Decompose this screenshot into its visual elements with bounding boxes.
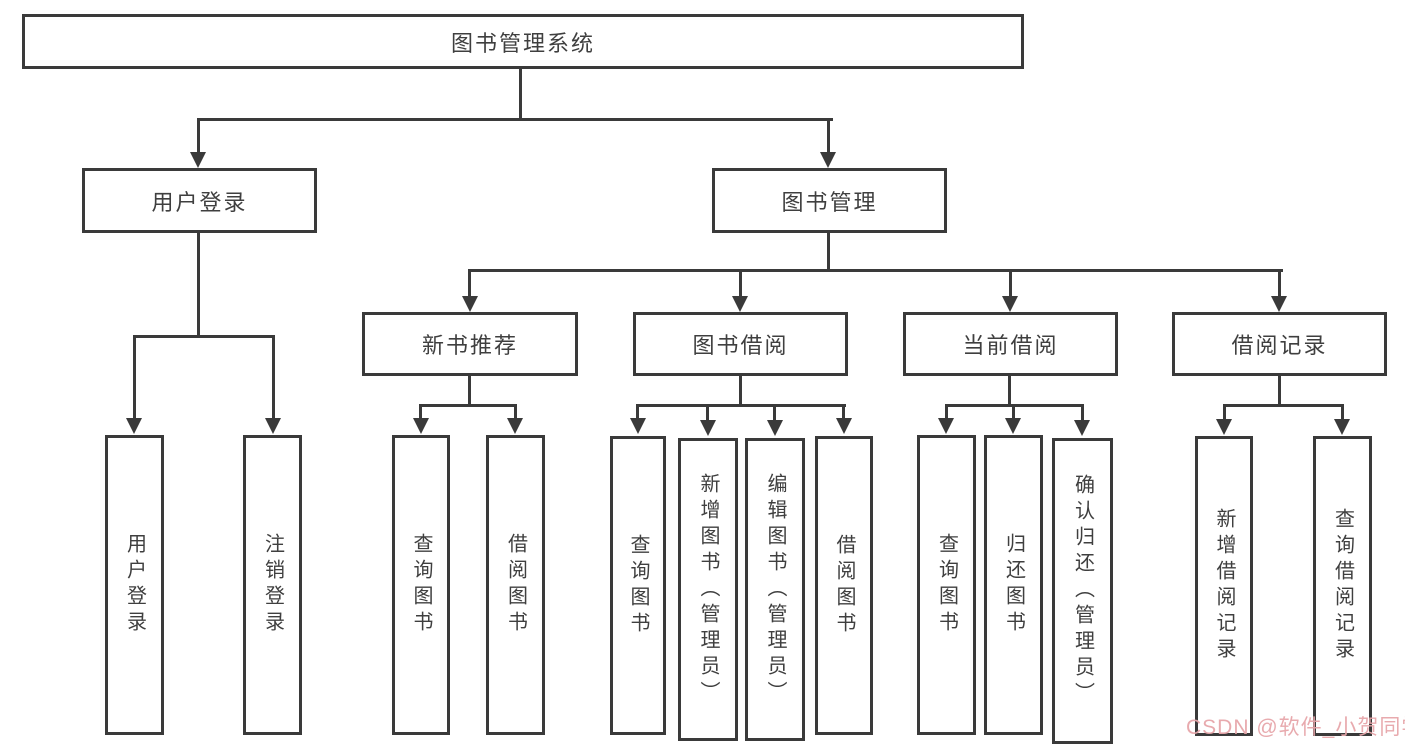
leaf-query-borrow-record-label: 查询借阅记录 [1331, 508, 1354, 664]
csdn-watermark: CSDN @软件_小贺同学 [1186, 716, 1405, 739]
node-borrow-records: 借阅记录 [1172, 312, 1387, 376]
leaf-add-borrow-record: 新增借阅记录 [1195, 436, 1253, 736]
connector-drop-leaf-logout [272, 335, 275, 419]
node-current-borrow: 当前借阅 [903, 312, 1118, 376]
leaf-borrow-books-recommend: 借阅图书 [486, 435, 545, 735]
node-current-borrow-label: 当前借阅 [962, 333, 1059, 358]
node-book-management-label: 图书管理 [781, 189, 878, 215]
leaf-query-books-borrow-label: 查询图书 [627, 533, 649, 638]
leaf-query-books-borrow: 查询图书 [610, 436, 666, 735]
connector-g2-stem [739, 376, 742, 407]
connector-book-mgmt-stem [827, 233, 830, 272]
leaf-edit-books-admin-label: 编辑图书（管理员） [764, 472, 786, 707]
leaf-query-borrow-record: 查询借阅记录 [1313, 436, 1372, 736]
connector-g3-drop-3 [1081, 404, 1084, 420]
connector-drop-new-book [468, 269, 471, 297]
leaf-confirm-return-admin-label: 确认归还（管理员） [1071, 474, 1094, 708]
connector-g1-drop-2 [514, 404, 517, 419]
leaf-return-books-label: 归还图书 [1002, 533, 1025, 637]
connector-g2-drop-4 [842, 404, 845, 419]
connector-g4-drop-1 [1223, 404, 1226, 420]
node-new-book-recommend-label: 新书推荐 [421, 333, 518, 358]
node-borrow-records-label: 借阅记录 [1231, 333, 1328, 358]
connector-drop-book-borrow [739, 269, 742, 297]
connector-user-login-rail [133, 335, 275, 338]
arrowhead [938, 418, 954, 434]
leaf-borrow-books-label: 借阅图书 [833, 533, 855, 638]
node-book-borrow-label: 图书借阅 [692, 333, 789, 358]
connector-g4-stem [1278, 376, 1281, 406]
node-user-login: 用户登录 [82, 168, 317, 233]
arrowhead [1271, 296, 1287, 312]
leaf-add-books-admin-label: 新增图书（管理员） [697, 472, 719, 707]
leaf-borrow-books-recommend-label: 借阅图书 [504, 533, 527, 637]
connector-level2-rail [469, 269, 1283, 272]
arrowhead [507, 418, 523, 434]
connector-g2-drop-3 [773, 404, 776, 420]
connector-g2-drop-2 [706, 404, 709, 420]
leaf-user-login-label: 用户登录 [123, 533, 146, 637]
connector-root-stem [519, 69, 522, 120]
arrowhead [1002, 296, 1018, 312]
arrowhead [126, 418, 142, 434]
connector-drop-leaf-login [133, 335, 136, 419]
arrowhead [836, 418, 852, 434]
arrowhead [1334, 419, 1350, 435]
leaf-query-books-recommend-label: 查询图书 [410, 533, 432, 637]
leaf-logout: 注销登录 [243, 435, 302, 735]
arrowhead [820, 152, 836, 168]
node-new-book-recommend: 新书推荐 [362, 312, 578, 376]
leaf-edit-books-admin: 编辑图书（管理员） [745, 438, 805, 741]
arrowhead [1216, 419, 1232, 435]
leaf-return-books: 归还图书 [984, 435, 1043, 735]
leaf-confirm-return-admin: 确认归还（管理员） [1052, 438, 1113, 744]
arrowhead [462, 296, 478, 312]
leaf-user-login: 用户登录 [105, 435, 164, 735]
leaf-logout-label: 注销登录 [261, 533, 284, 637]
connector-drop-current-borrow [1009, 269, 1012, 297]
connector-level1-rail [197, 118, 833, 121]
connector-g1-rail [419, 404, 517, 407]
arrowhead [1005, 418, 1021, 434]
connector-drop-user-login [197, 118, 200, 154]
leaf-borrow-books: 借阅图书 [815, 436, 873, 735]
arrowhead [265, 418, 281, 434]
arrowhead [767, 420, 783, 436]
connector-g1-drop-1 [419, 404, 422, 419]
node-root-label: 图书管理系统 [450, 30, 595, 56]
leaf-add-borrow-record-label: 新增借阅记录 [1213, 508, 1235, 664]
node-user-login-label: 用户登录 [151, 189, 248, 215]
connector-drop-book-mgmt [827, 118, 830, 154]
connector-g1-stem [468, 376, 471, 407]
leaf-add-books-admin: 新增图书（管理员） [678, 438, 738, 741]
connector-user-login-stem [197, 233, 200, 337]
leaf-query-books-recommend: 查询图书 [392, 435, 450, 735]
arrowhead [1074, 420, 1090, 436]
arrowhead [190, 152, 206, 168]
connector-g4-rail [1223, 404, 1344, 407]
arrowhead [413, 418, 429, 434]
node-book-borrow: 图书借阅 [633, 312, 848, 376]
connector-drop-borrow-records [1278, 269, 1281, 297]
leaf-query-books-current-label: 查询图书 [935, 533, 958, 637]
node-root: 图书管理系统 [22, 14, 1024, 69]
leaf-query-books-current: 查询图书 [917, 435, 976, 735]
connector-g2-drop-1 [636, 404, 639, 419]
connector-g2-rail [636, 404, 846, 407]
node-book-management: 图书管理 [712, 168, 947, 233]
arrowhead [700, 420, 716, 436]
connector-g3-stem [1008, 376, 1011, 407]
connector-g3-drop-1 [945, 404, 948, 419]
connector-g3-drop-2 [1012, 404, 1015, 419]
connector-g4-drop-2 [1341, 404, 1344, 420]
arrowhead [732, 296, 748, 312]
arrowhead [630, 418, 646, 434]
